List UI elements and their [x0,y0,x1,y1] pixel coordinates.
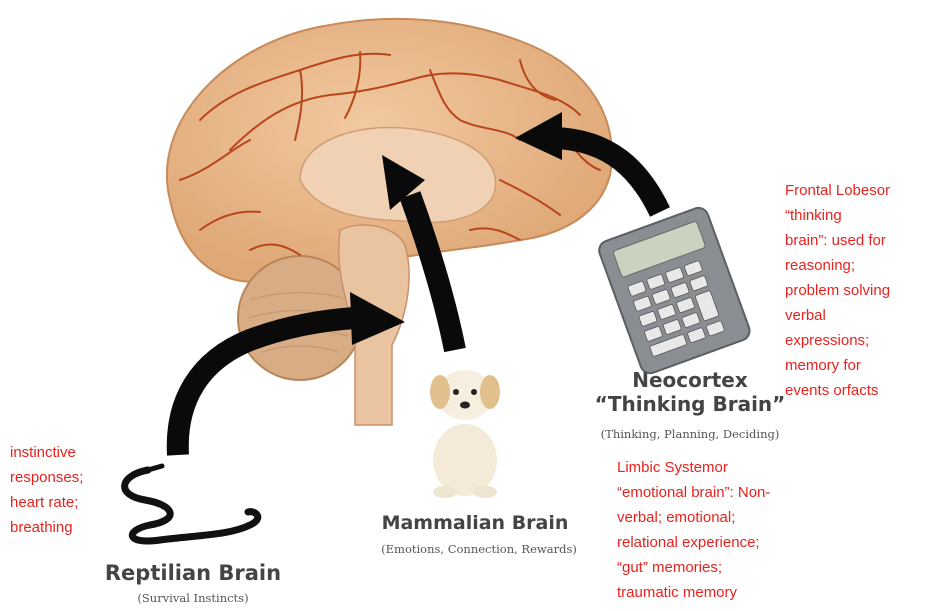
calculator-icon [596,205,752,376]
neocortex-subtitle: (Thinking, Planning, Deciding) [592,427,788,441]
neocortex-note-line: events orfacts [785,378,890,403]
reptilian-note: instinctive responses; heart rate; breat… [10,440,83,540]
reptilian-note-line: responses; [10,465,83,490]
neocortex-note-line: memory for [785,353,890,378]
neocortex-note-line: expressions; [785,328,890,353]
neocortex-note-line: reasoning; [785,253,890,278]
mammalian-note-line: verbal; emotional; [617,505,770,530]
neocortex-note: Frontal Lobesor “thinking brain”: used f… [785,178,890,403]
neocortex-title: Neocortex [595,368,785,392]
mammalian-note-line: relational experience; [617,530,770,555]
reptilian-note-line: instinctive [10,440,83,465]
mammalian-note-line: “emotional brain”: Non- [617,480,770,505]
neocortex-note-line: “thinking [785,203,890,228]
reptilian-title: Reptilian Brain [88,561,298,585]
mammalian-note-line: traumatic memory [617,580,770,605]
mammalian-note: Limbic Systemor “emotional brain”: Non- … [617,455,770,605]
mammalian-note-line: “gut” memories; [617,555,770,580]
reptilian-note-line: breathing [10,515,83,540]
mammalian-note-line: Limbic Systemor [617,455,770,480]
snake-icon [125,466,258,541]
neocortex-title-line2: “Thinking Brain” [585,392,795,416]
reptilian-note-line: heart rate; [10,490,83,515]
puppy-icon [430,370,500,498]
mammalian-subtitle: (Emotions, Connection, Rewards) [345,542,613,556]
neocortex-note-line: problem solving [785,278,890,303]
neocortex-note-line: brain”: used for [785,228,890,253]
mammalian-title: Mammalian Brain [360,512,590,534]
reptilian-subtitle: (Survival Instincts) [108,591,278,605]
neocortex-note-line: verbal [785,303,890,328]
neocortex-note-line: Frontal Lobesor [785,178,890,203]
